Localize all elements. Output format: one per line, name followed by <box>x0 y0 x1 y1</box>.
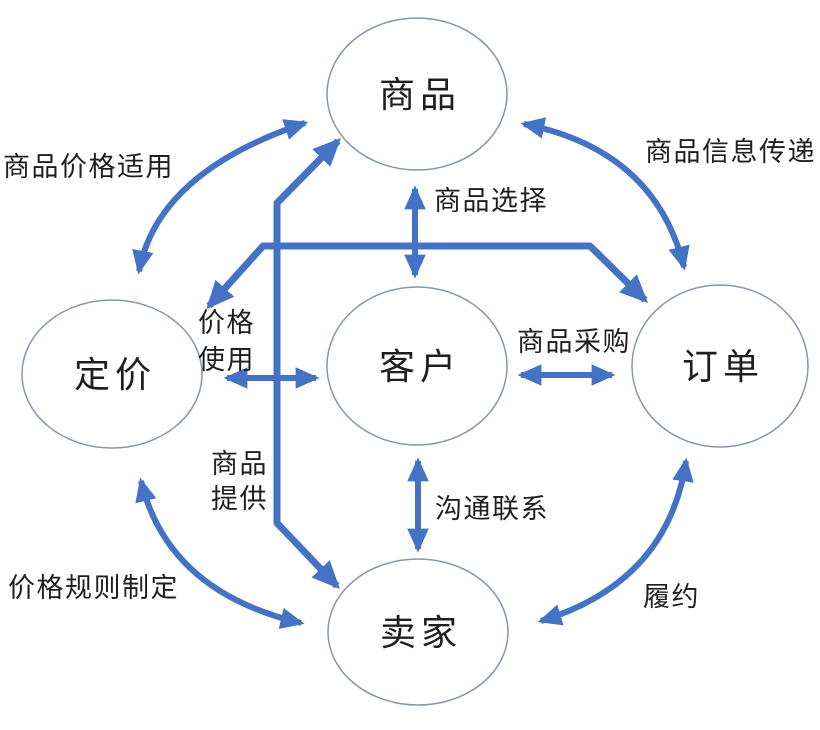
node-seller-label: 卖家 <box>380 612 462 653</box>
node-order-label: 订单 <box>682 346 764 387</box>
edge-label-seller-product-line2: 提供 <box>211 484 268 514</box>
node-pricing: 定价 <box>21 299 203 449</box>
edge-label-order-seller: 履约 <box>643 582 700 612</box>
edge-label-pricing-customer-line1: 价格 <box>198 308 255 338</box>
edge-label-product-customer: 商品选择 <box>434 186 548 216</box>
node-seller: 卖家 <box>327 558 509 706</box>
node-customer: 客户 <box>326 286 508 446</box>
edge-label-seller-product: 商品 提供 <box>211 449 268 514</box>
edge-label-pricing-customer: 价格 使用 <box>198 308 255 375</box>
edge-pricing-product-arrow <box>132 119 309 275</box>
edge-order-seller-arrow <box>537 457 694 626</box>
edge-label-seller-product-line1: 商品 <box>211 449 268 479</box>
edge-label-product-order: 商品信息传递 <box>645 137 816 167</box>
edge-label-customer-seller: 沟通联系 <box>435 494 549 524</box>
edge-label-customer-order: 商品采购 <box>517 327 631 357</box>
edge-product-order-arrow <box>520 117 690 271</box>
edge-label-pricing-customer-line2: 使用 <box>198 345 255 375</box>
edge-label-pricing-seller: 价格规则制定 <box>8 573 179 603</box>
edge-pricing-order-elbow-arrow <box>206 242 648 310</box>
edge-seller-product-elbow-arrow <box>273 138 341 590</box>
node-product: 商品 <box>326 17 508 171</box>
node-pricing-circle <box>21 299 203 449</box>
edge-pricing-seller-arrow <box>135 477 305 629</box>
node-seller-circle <box>327 558 509 706</box>
node-pricing-label: 定价 <box>74 354 156 395</box>
node-customer-label: 客户 <box>379 346 461 387</box>
node-product-circle <box>326 17 508 171</box>
node-customer-circle <box>326 286 508 446</box>
node-product-label: 商品 <box>379 74 461 115</box>
node-order: 订单 <box>631 284 809 448</box>
node-order-circle <box>631 284 809 448</box>
edge-label-pricing-product: 商品价格适用 <box>3 152 174 182</box>
